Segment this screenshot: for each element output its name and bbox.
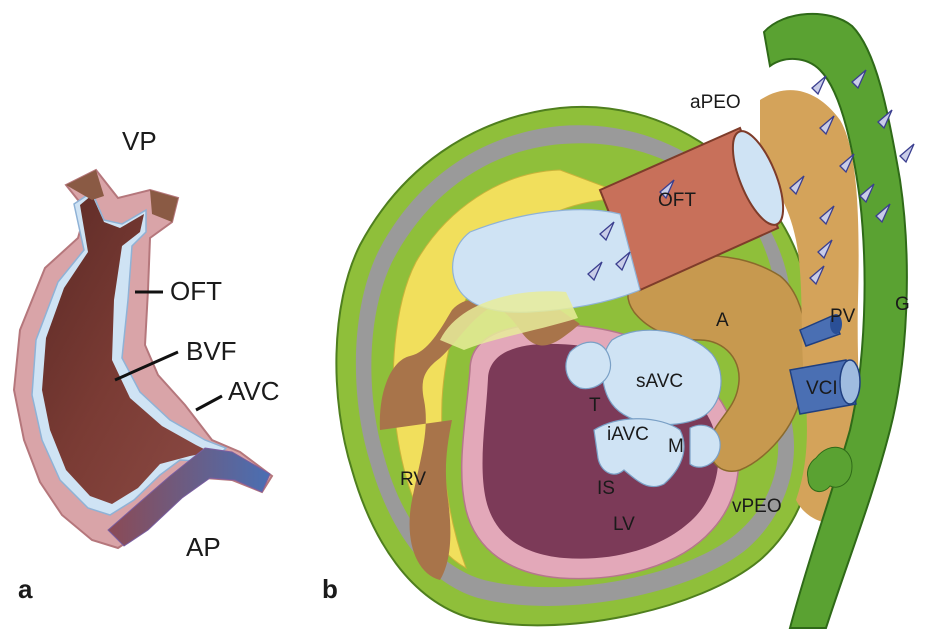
label-ap: AP <box>186 532 221 562</box>
panel-b-heart <box>336 14 914 628</box>
label-vp: VP <box>122 126 157 156</box>
label-iavc: iAVC <box>607 424 649 445</box>
label-a: A <box>716 310 729 331</box>
panel-label-a: a <box>18 574 33 604</box>
label-vci: VCI <box>806 378 838 399</box>
panel-label-b: b <box>322 574 338 604</box>
label-savc: sAVC <box>636 371 683 392</box>
vci-opening <box>840 360 860 404</box>
septal-cushion-tabs <box>566 342 611 389</box>
label-lv: LV <box>613 514 635 535</box>
label-apeo: aPEO <box>690 92 741 113</box>
label-oft-a: OFT <box>170 276 222 306</box>
label-vpeo: vPEO <box>732 496 782 517</box>
avc-leader-a <box>196 396 222 410</box>
label-pv: PV <box>830 306 856 327</box>
label-g: G <box>895 294 910 315</box>
label-oft-b: OFT <box>658 190 696 211</box>
label-bvf: BVF <box>186 336 237 366</box>
spike-icon <box>900 144 914 162</box>
label-avc: AVC <box>228 376 280 406</box>
spike-icon <box>812 76 826 94</box>
label-is: IS <box>597 478 615 499</box>
label-m: M <box>668 436 684 457</box>
label-rv: RV <box>400 469 426 490</box>
label-t: T <box>589 395 601 416</box>
